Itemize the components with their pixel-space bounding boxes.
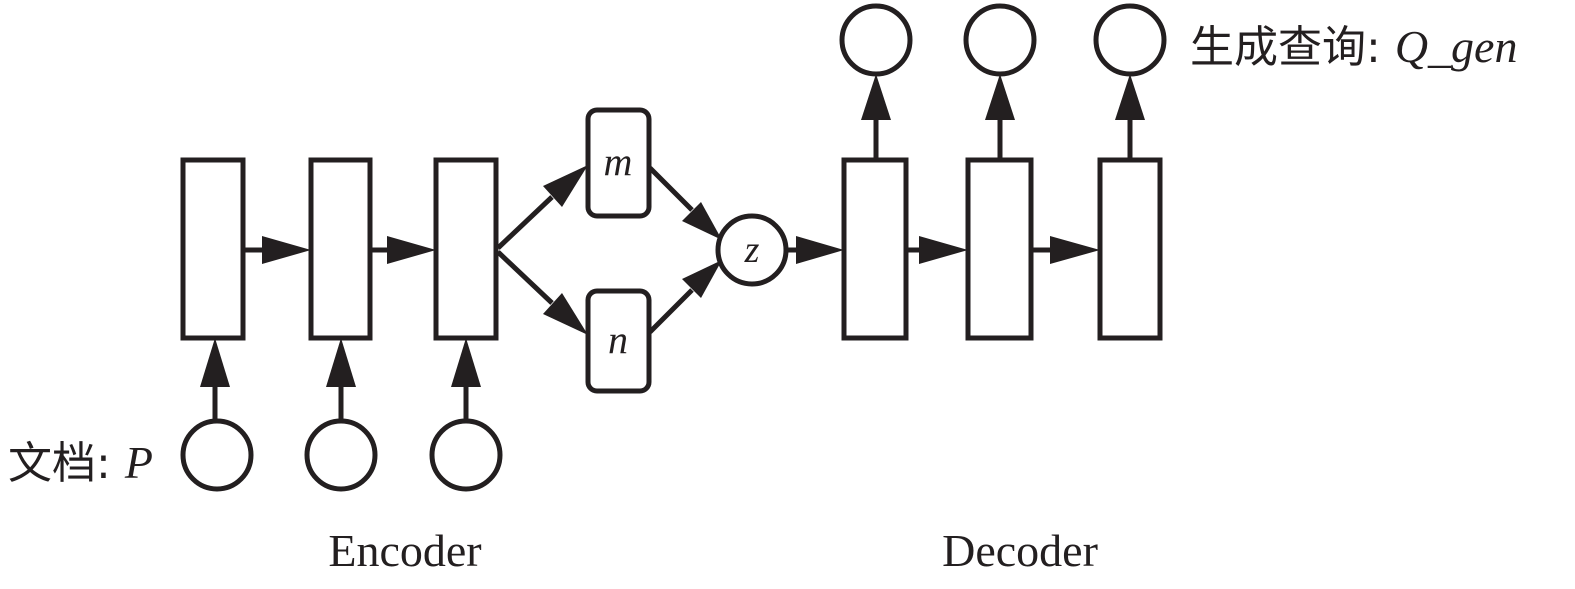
arrowhead-z-to-decoder [796,236,844,264]
edge-encoder-to-m [496,195,554,250]
latent-node-z [715,213,789,287]
decoder-output-arrowhead-3 [1115,74,1145,120]
input-label-symbol: P [124,437,153,488]
decoder-arrowhead-1-2 [919,236,968,264]
output-node-2 [963,3,1037,77]
decoder-caption: Decoder [942,525,1098,576]
input-node-3 [429,418,503,492]
encoder-caption: Encoder [328,525,481,576]
decoder-output-arrowhead-2 [985,74,1015,120]
edge-m-to-z [648,166,694,212]
encoder-input-arrowhead-2 [326,338,356,387]
output-label-symbol: Q_gen [1395,21,1518,72]
edge-encoder-to-n [496,250,554,305]
encoder-arrowhead-1-2 [262,236,311,264]
encoder-input-arrowhead-3 [451,338,481,387]
encoder-cell-1 [180,157,246,341]
input-label: 文档: P [8,437,153,489]
output-label: 生成查询: Q_gen [1190,21,1517,73]
encoder-arrowhead-2-3 [387,236,436,264]
encoder-cell-3 [433,157,499,341]
arrowhead-m-to-z [682,202,722,240]
input-label-prefix: 文档: [8,438,125,489]
edge-n-to-z [648,288,694,334]
decoder-output-arrowhead-1 [861,74,891,120]
decoder-arrowhead-2-3 [1050,236,1100,264]
arrowhead-encoder-to-n [543,293,588,335]
output-node-1 [839,3,913,77]
input-node-2 [304,418,378,492]
variance-node-n [585,288,652,394]
arrowhead-encoder-to-m [543,165,588,207]
output-node-3 [1093,3,1167,77]
input-node-1 [180,418,254,492]
arrowhead-n-to-z [682,260,722,298]
latent-node-z-label: z [744,229,760,271]
encoder-cell-2 [308,157,373,341]
encoder-input-arrowhead-1 [200,338,230,387]
decoder-cell-2 [965,157,1034,341]
decoder-cell-1 [841,157,909,341]
decoder-cell-3 [1097,157,1163,341]
mean-node-m [585,107,652,219]
output-label-prefix: 生成查询: [1190,22,1395,73]
variance-node-n-label: n [608,317,628,362]
mean-node-m-label: m [604,139,633,184]
